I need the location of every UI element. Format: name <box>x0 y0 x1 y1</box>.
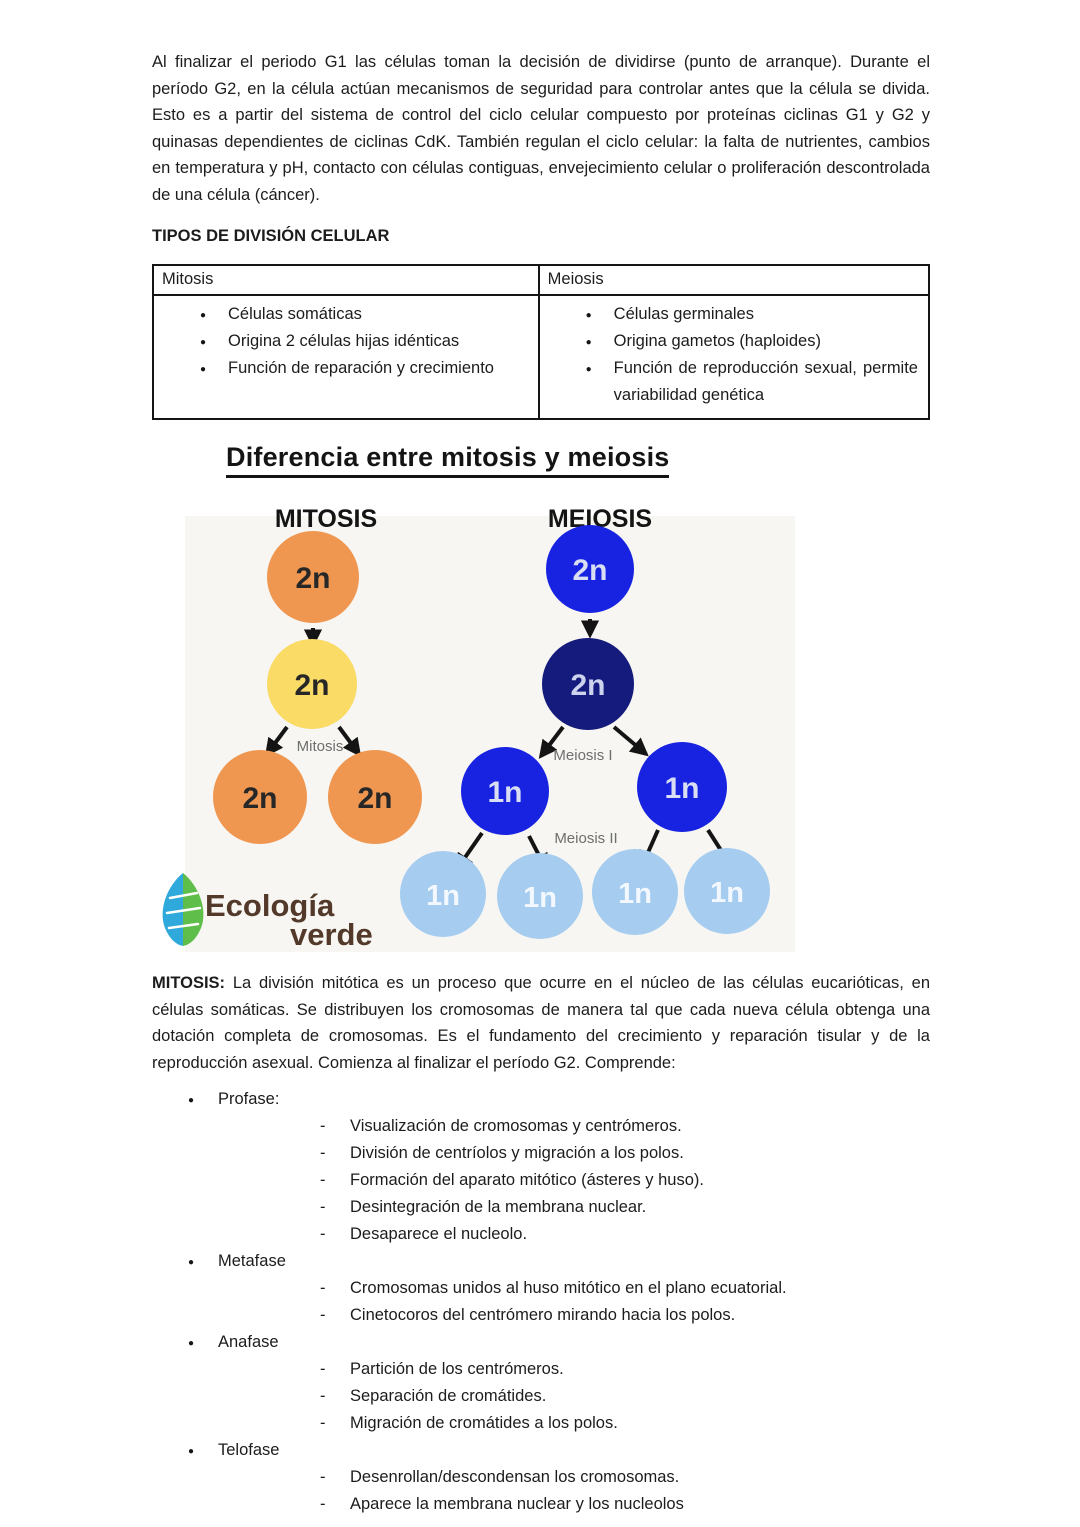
section-heading: TIPOS DE DIVISIÓN CELULAR <box>152 227 390 245</box>
meiosis1-cell-2 <box>637 742 727 832</box>
meiosis-parent-cell <box>546 525 634 613</box>
phase-label: Profase: <box>152 1086 930 1114</box>
phase-subitem: Visualización de cromosomas y centrómero… <box>152 1113 930 1140</box>
figure-title: Diferencia entre mitosis y meiosis <box>226 442 670 478</box>
table-body-row: Células somáticas Origina 2 células hija… <box>152 294 931 420</box>
mitosis-daughter-cell-1 <box>213 750 307 844</box>
phase-subitem: División de centríolos y migración a los… <box>152 1140 930 1167</box>
mitosis-parent-label: 2n <box>295 562 330 595</box>
table-cell-mitosis: Células somáticas Origina 2 células hija… <box>152 294 540 420</box>
meiosis2-step-label: Meiosis II <box>554 830 617 847</box>
list-item: Células germinales <box>540 301 918 329</box>
meiosis2-label-3: 1n <box>618 878 652 910</box>
mitosis-column-header: MITOSIS <box>275 505 377 533</box>
table-header-meiosis: Meiosis <box>537 264 931 296</box>
list-item: Células somáticas <box>154 301 528 329</box>
intro-paragraph: Al finalizar el periodo G1 las células t… <box>152 53 930 204</box>
meiosis2-cell-4 <box>684 848 770 934</box>
meiosis-intermediate-cell <box>542 638 634 730</box>
phase-profase: Profase: Visualización de cromosomas y c… <box>152 1086 930 1248</box>
meiosis-parent-label: 2n <box>572 554 607 587</box>
meiosis1-label-1: 1n <box>487 776 522 809</box>
phase-subitem: Desintegración de la membrana nuclear. <box>152 1194 930 1221</box>
mitosis-paragraph: MITOSIS: La división mitótica es un proc… <box>152 970 930 1076</box>
mitosis-step-label: Mitosis <box>297 738 344 755</box>
phase-subitem: Cromosomas unidos al huso mitótico en el… <box>152 1275 930 1302</box>
division-table: Mitosis Meiosis Células somáticas Origin… <box>152 264 931 420</box>
table-header-mitosis: Mitosis <box>152 264 540 296</box>
phase-metafase: Metafase Cromosomas unidos al huso mitót… <box>152 1248 930 1329</box>
table-header-row: Mitosis Meiosis <box>152 264 931 296</box>
meiosis1-cell-1 <box>461 747 549 835</box>
list-item: Origina 2 células hijas idénticas <box>154 328 528 356</box>
phase-telofase: Telofase Desenrollan/descondensan los cr… <box>152 1437 930 1518</box>
phase-label: Anafase <box>152 1329 930 1357</box>
table-cell-meiosis: Células germinales Origina gametos (hapl… <box>537 294 931 420</box>
logo-text-verde: verde <box>290 917 373 952</box>
logo-text-ecologia: Ecología <box>205 888 335 923</box>
meiosis1-label-2: 1n <box>664 772 699 805</box>
phase-subitem: Formación del aparato mitótico (ásteres … <box>152 1167 930 1194</box>
meiosis2-label-1: 1n <box>426 880 460 912</box>
list-item: Origina gametos (haploides) <box>540 328 918 356</box>
phase-subitem: Migración de cromátides a los polos. <box>152 1410 930 1437</box>
mitosis-paragraph-lead: MITOSIS: <box>152 974 226 992</box>
mitosis-meiosis-diagram: MITOSIS MEIOSIS 2n 2n Mitosis <box>162 505 795 952</box>
meiosis1-step-label: Meiosis I <box>553 747 612 764</box>
mitosis-daughter-label-2: 2n <box>357 782 392 815</box>
mitosis-daughter-label-1: 2n <box>242 782 277 815</box>
phase-anafase: Anafase Partición de los centrómeros. Se… <box>152 1329 930 1437</box>
mitosis-daughter-cell-2 <box>328 750 422 844</box>
mitosis-phases-list: Profase: Visualización de cromosomas y c… <box>152 1086 930 1518</box>
mitosis-meiosis-figure: Diferencia entre mitosis y meiosis MITOS… <box>152 432 930 954</box>
phase-subitem: Desaparece el nucleolo. <box>152 1221 930 1248</box>
meiosis-intermediate-label: 2n <box>570 669 605 702</box>
mitosis-paragraph-text: La división mitótica es un proceso que o… <box>152 974 930 1072</box>
phase-subitem: Cinetocoros del centrómero mirando hacia… <box>152 1302 930 1329</box>
meiosis2-cell-2 <box>497 853 583 939</box>
mitosis-intermediate-label: 2n <box>294 669 329 702</box>
list-item: Función de reparación y crecimiento <box>154 355 528 383</box>
mitosis-intermediate-cell <box>267 639 357 729</box>
mitosis-parent-cell <box>267 531 359 623</box>
list-item: Función de reproducción sexual, permite … <box>540 355 918 409</box>
ecologia-verde-logo: Ecología verde <box>162 873 373 952</box>
phase-subitem: Partición de los centrómeros. <box>152 1356 930 1383</box>
phase-subitem: Desenrollan/descondensan los cromosomas. <box>152 1464 930 1491</box>
leaf-icon <box>162 873 204 946</box>
meiosis2-cell-1 <box>400 851 486 937</box>
phase-subitem: Aparece la membrana nuclear y los nucleo… <box>152 1491 930 1518</box>
meiosis2-label-2: 1n <box>523 882 557 914</box>
phase-subitem: Separación de cromátides. <box>152 1383 930 1410</box>
meiosis2-cell-3 <box>592 849 678 935</box>
phase-label: Metafase <box>152 1248 930 1276</box>
phase-label: Telofase <box>152 1437 930 1465</box>
meiosis2-label-4: 1n <box>710 877 744 909</box>
